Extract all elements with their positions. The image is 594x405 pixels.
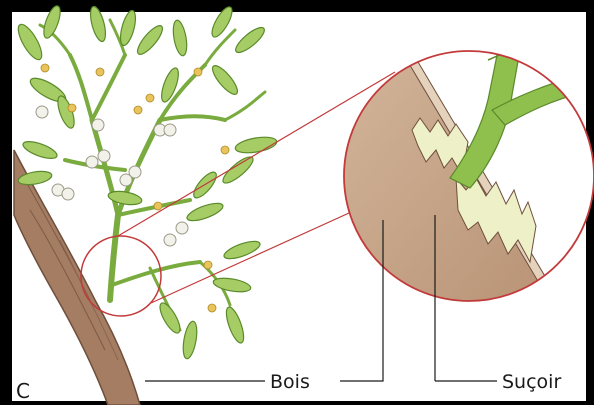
- label-wood: Bois: [270, 371, 310, 393]
- label-haustorium: Suçoir: [502, 371, 561, 393]
- panel-letter: C: [16, 379, 30, 403]
- attachment-highlight-circle: [81, 236, 161, 316]
- magnified-view: [330, 40, 594, 310]
- host-branch: [14, 150, 140, 405]
